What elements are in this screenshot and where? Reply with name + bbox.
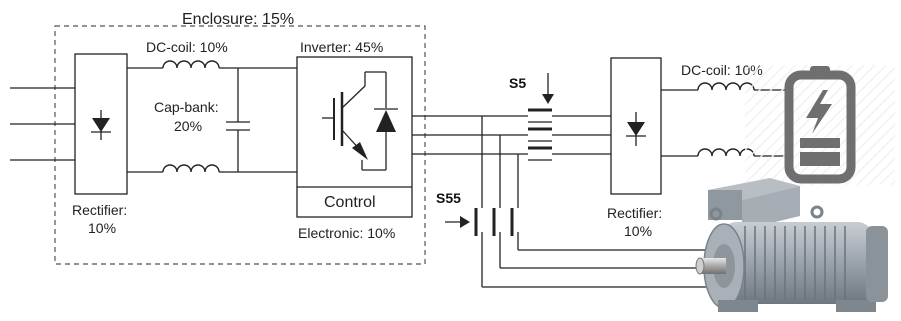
battery-charging-icon xyxy=(745,65,895,185)
s5-to-rectifier-lines xyxy=(552,115,611,155)
dc-coil-right-top xyxy=(697,82,755,91)
input-lines xyxy=(10,87,75,161)
rectifier-left xyxy=(74,53,128,195)
inverter-output-lines xyxy=(412,115,528,155)
cap-bank-value: 20% xyxy=(174,118,202,134)
dc-coil-bottom xyxy=(162,164,220,173)
switch-s55-label: S55 xyxy=(436,190,461,206)
dc-coil-left-label: DC-coil: 10% xyxy=(146,39,228,55)
inverter-block xyxy=(296,56,413,218)
inverter-label: Inverter: 45% xyxy=(300,39,383,55)
enclosure-label: Enclosure: 15% xyxy=(182,11,294,28)
electronic-label: Electronic: 10% xyxy=(298,225,395,241)
dc-bus-left xyxy=(127,60,297,173)
rectifier-left-label: Rectifier: xyxy=(72,202,127,218)
rectifier-right-value: 10% xyxy=(624,223,652,239)
cap-bank xyxy=(226,68,250,172)
electric-motor-icon xyxy=(695,178,888,312)
rectifier-right xyxy=(610,57,662,195)
motor-feed-lines xyxy=(445,116,712,288)
dc-coil-right-bottom xyxy=(697,148,755,157)
enclosure-boundary xyxy=(54,25,426,265)
rectifier-left-value: 10% xyxy=(88,220,116,236)
dc-coil-top xyxy=(162,60,220,69)
switch-s5-label: S5 xyxy=(509,75,526,91)
switch-s5 xyxy=(528,73,554,161)
control-label: Control xyxy=(324,194,376,211)
rectifier-right-label: Rectifier: xyxy=(607,205,662,221)
dc-coil-right-label: DC-coil: 10% xyxy=(681,62,763,78)
cap-bank-label: Cap-bank: xyxy=(154,99,219,115)
